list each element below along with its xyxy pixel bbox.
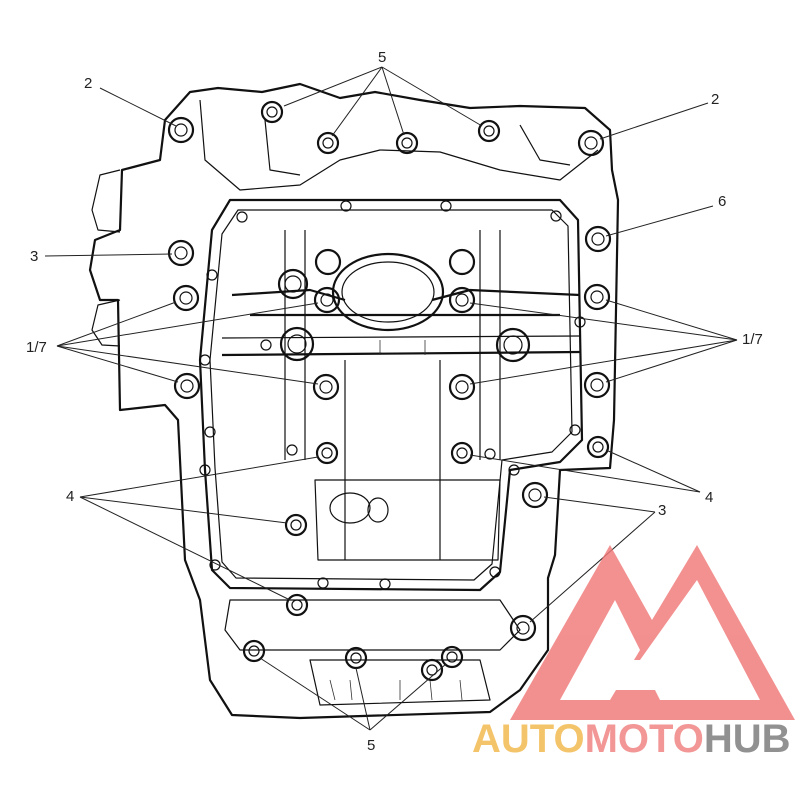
- automotohub-watermark: AUTOMOTOHUB: [472, 545, 795, 761]
- watermark-auto: AUTO: [472, 717, 585, 761]
- crankcase-drawing: [88, 82, 620, 720]
- callout-5-top: 5: [378, 49, 386, 66]
- callout-6: 6: [718, 193, 726, 210]
- callout-17-right: 1/7: [742, 331, 763, 348]
- callout-5-bottom: 5: [367, 737, 375, 754]
- gasket-holes: [199, 200, 586, 590]
- crankcase-bolts: [167, 100, 612, 682]
- callout-2-right: 2: [711, 91, 719, 108]
- callout-3-left: 3: [30, 248, 38, 265]
- callouts: 2 5 2 6 3 1/7 1/7 4 4 3 5: [26, 49, 763, 754]
- callout-3-right: 3: [658, 502, 666, 519]
- callout-17-left: 1/7: [26, 339, 47, 356]
- callout-4-right: 4: [705, 489, 713, 506]
- automotohub-logo-icon: [510, 545, 795, 720]
- watermark-hub: HUB: [704, 717, 791, 761]
- watermark-text: AUTOMOTOHUB: [472, 717, 791, 761]
- callout-2-left: 2: [84, 75, 92, 92]
- leader-lines: [44, 66, 738, 731]
- callout-4-left: 4: [66, 488, 74, 505]
- watermark-moto: MOTO: [585, 717, 704, 761]
